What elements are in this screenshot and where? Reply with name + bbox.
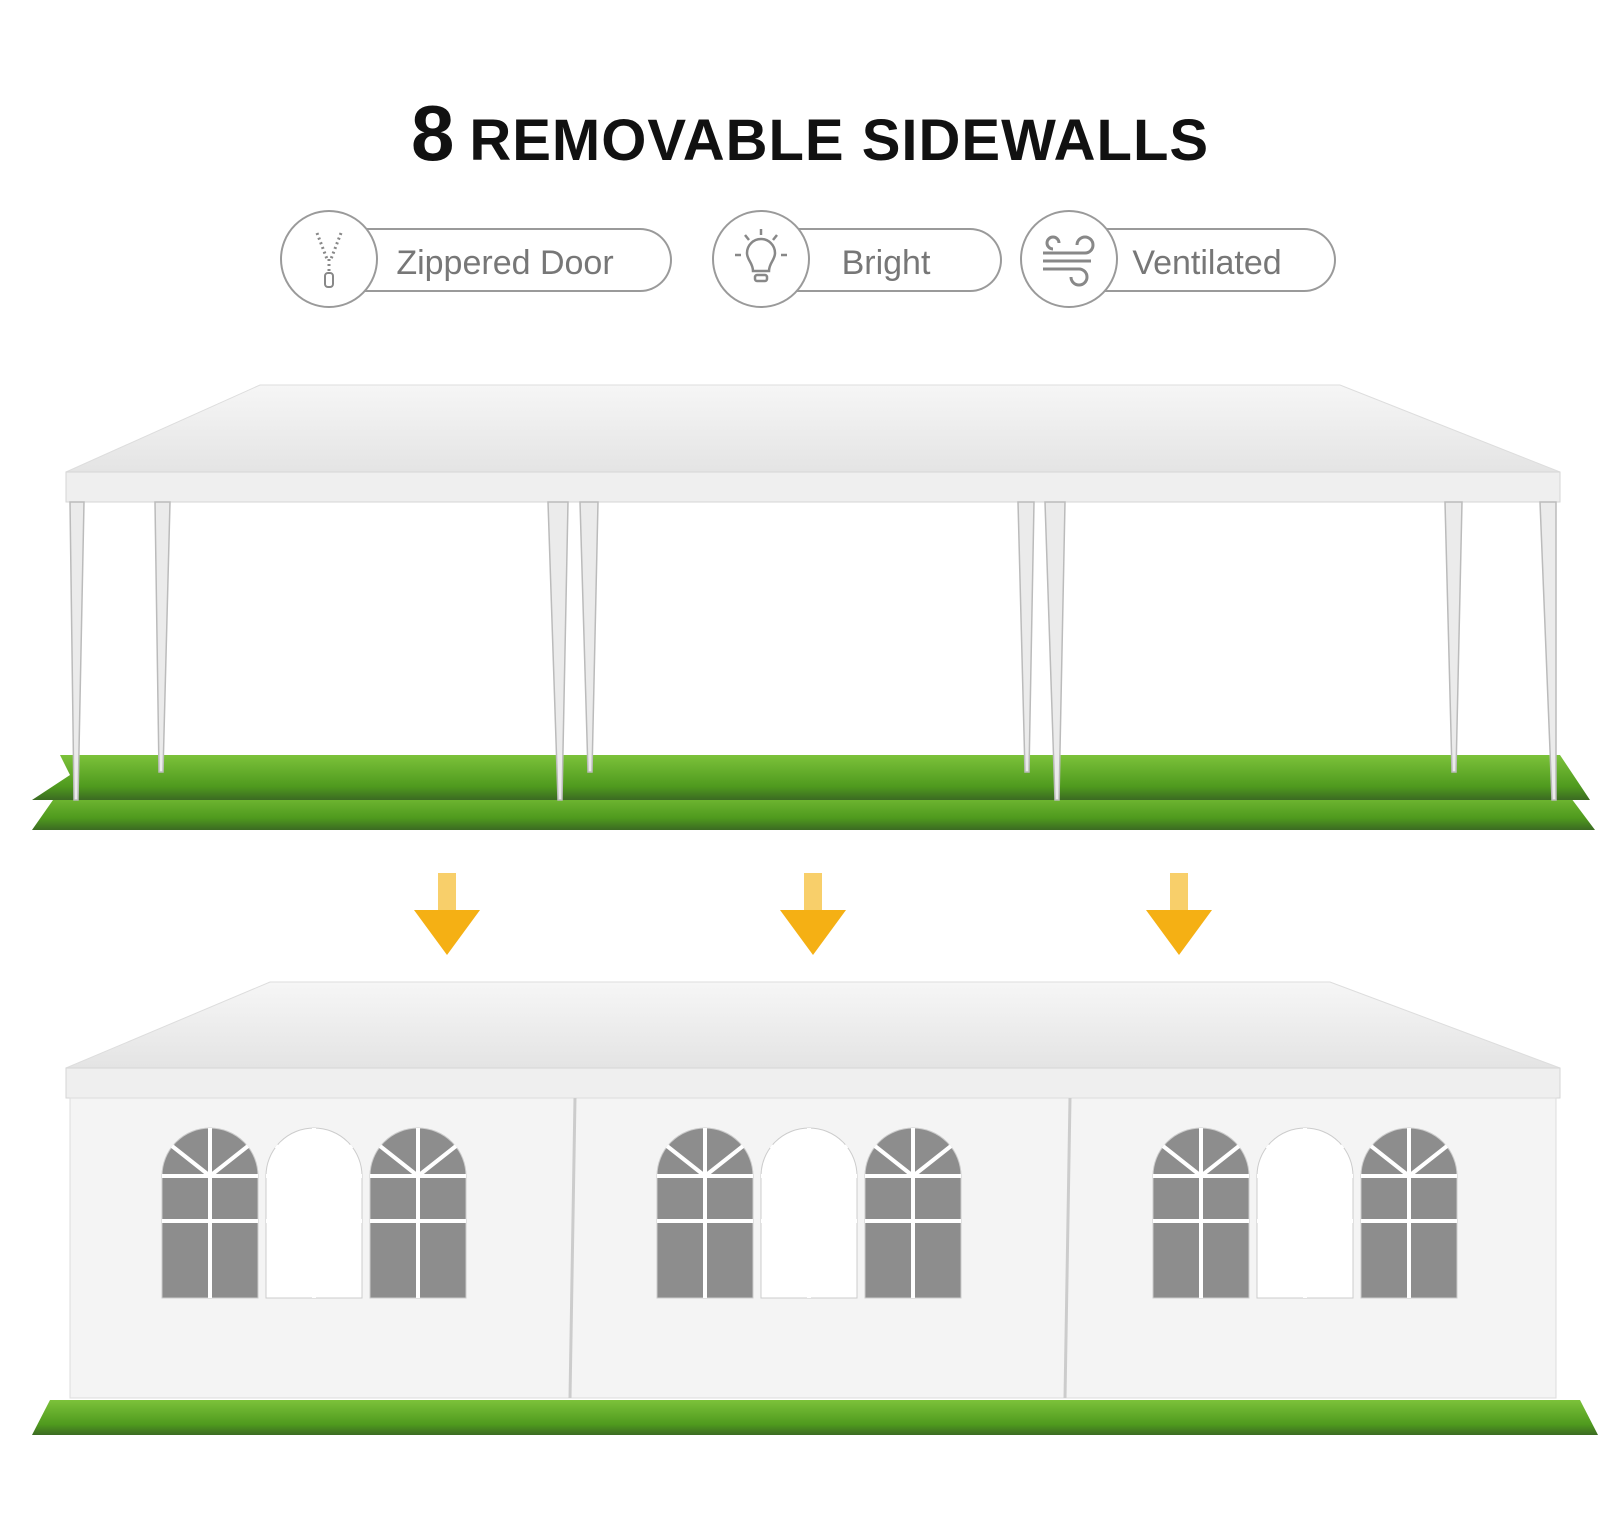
lightbulb-icon (712, 210, 810, 308)
feature-label: Bright (841, 244, 931, 282)
feature-zippered-door: Zippered Door (280, 210, 672, 310)
down-arrow-icon (1146, 873, 1212, 955)
feature-ventilated: Ventilated (1020, 210, 1340, 310)
down-arrow-icon (414, 873, 480, 955)
arrows (414, 873, 1212, 955)
open-tent (32, 384, 1595, 830)
feature-bright: Bright (712, 210, 1002, 310)
headline-text: REMOVABLE SIDEWALLS (469, 108, 1210, 173)
wind-icon (1020, 210, 1118, 308)
zipper-icon (280, 210, 378, 308)
down-arrow-icon (780, 873, 846, 955)
sidewall-count: 8 (410, 89, 456, 177)
feature-label: Zippered Door (396, 244, 614, 282)
feature-label: Ventilated (1132, 244, 1282, 282)
closed-tent (32, 981, 1598, 1435)
